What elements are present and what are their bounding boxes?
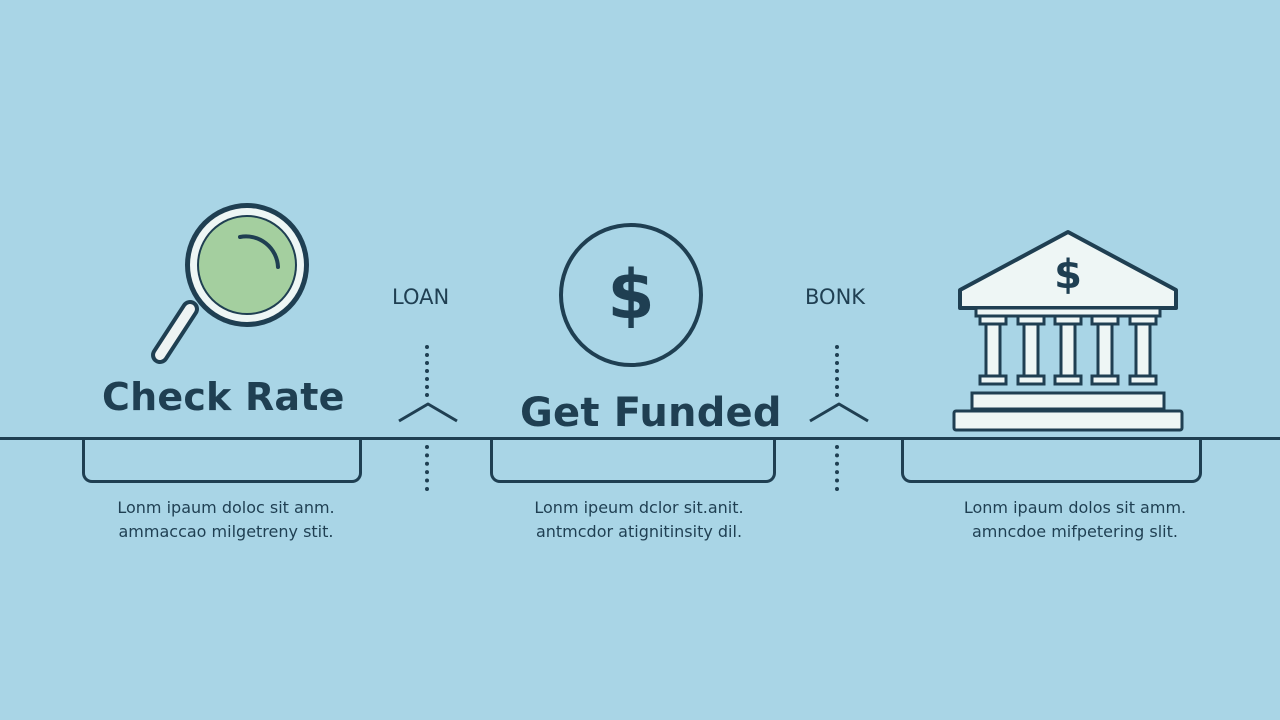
step-title-check-rate: Check Rate xyxy=(102,375,345,419)
connector-dots-top xyxy=(835,345,843,397)
chevron-up-icon xyxy=(397,400,459,424)
connector-dots-bottom xyxy=(835,445,843,491)
desc-line: Lonm ipaum doloc sit anm. xyxy=(117,498,335,517)
dollar-coin-icon: $ xyxy=(558,222,704,368)
desc-line: amncdoe mifpetering slit. xyxy=(972,522,1178,541)
connector-label-bonk: BONK xyxy=(805,285,866,309)
svg-text:$: $ xyxy=(1054,252,1082,298)
connector-dots-bottom xyxy=(425,445,433,491)
chevron-up-icon xyxy=(808,400,870,424)
desc-line: antmcdor atignitinsity dil. xyxy=(535,522,743,541)
desc-line: Lonm ipaum dolos sit amm. xyxy=(963,498,1187,517)
step-description: Lonm ipaum doloc sit anm. ammaccao milge… xyxy=(86,496,366,544)
step-description: Lonm ipaum dolos sit amm. amncdoe mifpet… xyxy=(935,496,1215,544)
desc-line: Lonm ipeum dclor sit.anit. xyxy=(534,498,744,517)
desc-line: ammaccao milgetreny stit. xyxy=(118,522,334,541)
step-bracket xyxy=(901,440,1202,483)
step-bracket xyxy=(490,440,776,483)
svg-text:$: $ xyxy=(607,256,654,335)
connector-dots-top xyxy=(425,345,433,397)
step-description: Lonm ipeum dclor sit.anit. antmcdor atig… xyxy=(499,496,779,544)
connector-label-loan: LOAN xyxy=(392,285,450,309)
bank-building-icon: $ xyxy=(950,228,1186,434)
step-title-get-funded: Get Funded xyxy=(520,390,782,436)
timeline-baseline xyxy=(0,437,1280,440)
magnifying-glass-icon xyxy=(140,195,320,375)
step-bracket xyxy=(82,440,362,483)
